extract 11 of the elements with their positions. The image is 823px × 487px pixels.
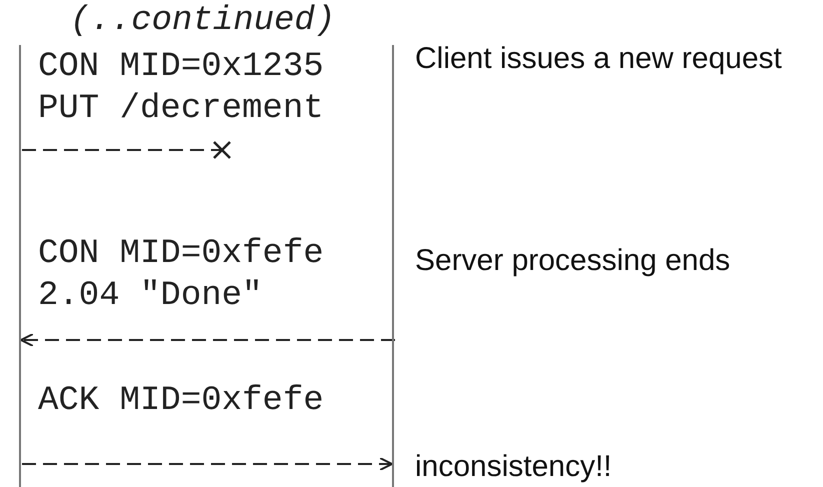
message-arrow	[20, 333, 395, 347]
title: (..continued)	[70, 1, 336, 42]
message-label: CON MID=0xfefe 2.04 "Done"	[38, 234, 325, 317]
message-label: CON MID=0x1235 PUT /decrement	[38, 47, 325, 130]
note-text: Server processing ends	[415, 243, 732, 279]
note-text: inconsistency!!	[415, 449, 613, 485]
message-label: ACK MID=0xfefe	[38, 381, 325, 422]
note-text: Client issues a new request	[415, 41, 783, 77]
message-arrow	[22, 457, 393, 471]
lifeline	[19, 45, 21, 487]
lifeline	[392, 45, 394, 487]
